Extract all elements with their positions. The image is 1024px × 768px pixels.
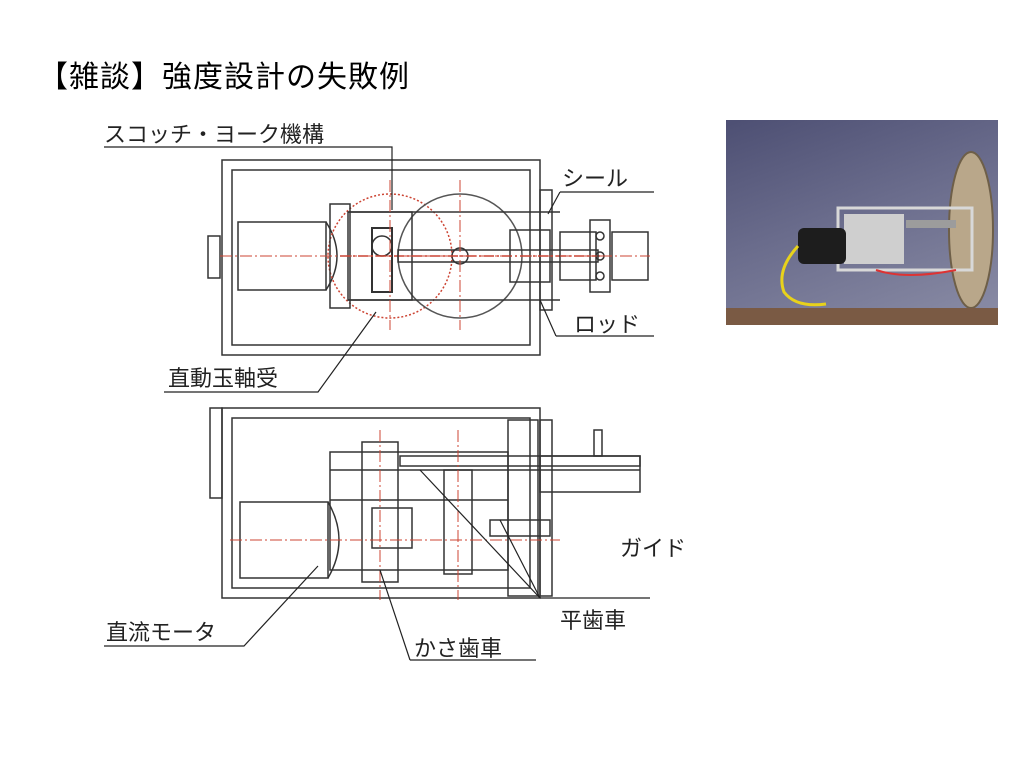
label-guide: ガイド	[620, 537, 686, 562]
label-bevel-gear: かさ歯車	[414, 637, 502, 662]
top-housing	[221, 159, 541, 356]
label-dc-motor: 直流モータ	[106, 621, 216, 646]
side-view	[209, 407, 641, 600]
prototype-photo-art	[726, 151, 998, 325]
label-seal: シール	[562, 167, 628, 192]
label-scotch-yoke: スコッチ・ヨーク機構	[104, 123, 324, 148]
label-rod: ロッド	[574, 313, 640, 338]
slide-title: 【雑談】強度設計の失敗例	[38, 60, 410, 95]
top-housing-inner	[231, 169, 531, 346]
label-linear-bearing: 直動玉軸受	[168, 367, 278, 392]
label-spur-gear: 平歯車	[560, 609, 626, 634]
top-view	[207, 159, 650, 356]
prototype-photo	[726, 120, 998, 325]
